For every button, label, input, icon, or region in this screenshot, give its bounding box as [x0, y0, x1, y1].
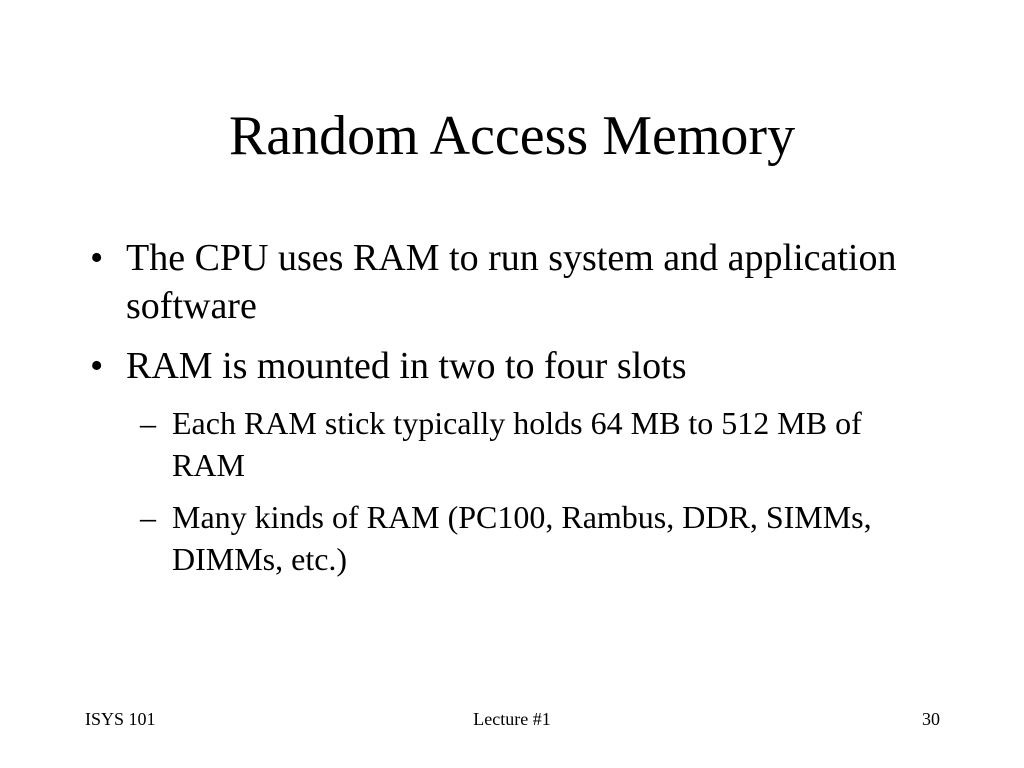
- bullet-text: The CPU uses RAM to run system and appli…: [126, 237, 897, 327]
- sub-bullet-text: Each RAM stick typically holds 64 MB to …: [172, 405, 862, 483]
- bullet-item: • RAM is mounted in two to four slots: [84, 342, 944, 390]
- bullet-item: • The CPU uses RAM to run system and app…: [84, 234, 944, 330]
- sub-bullet-text: Many kinds of RAM (PC100, Rambus, DDR, S…: [172, 499, 872, 577]
- bullet-text: RAM is mounted in two to four slots: [126, 345, 687, 387]
- bullet-list: • The CPU uses RAM to run system and app…: [84, 234, 944, 590]
- dash-symbol: –: [140, 405, 156, 441]
- sub-bullet-item: – Each RAM stick typically holds 64 MB t…: [84, 402, 872, 486]
- dash-symbol: –: [140, 499, 156, 535]
- bullet-symbol: •: [90, 345, 104, 387]
- footer-page-number: 30: [922, 709, 940, 729]
- sub-bullet-item: – Many kinds of RAM (PC100, Rambus, DDR,…: [84, 496, 932, 580]
- footer-course: ISYS 101: [85, 709, 156, 729]
- footer-lecture: Lecture #1: [473, 709, 551, 729]
- slide-title: Random Access Memory: [228, 105, 796, 167]
- bullet-symbol: •: [90, 237, 104, 279]
